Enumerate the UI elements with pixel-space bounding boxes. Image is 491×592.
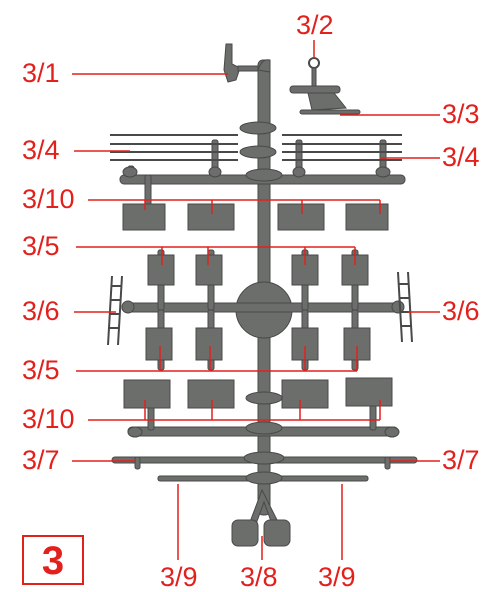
- sheet-number-box: 3: [22, 535, 84, 585]
- label-3-9-left: 3/9: [160, 562, 198, 592]
- label-3-9-right: 3/9: [318, 562, 356, 592]
- label-3-4-left: 3/4: [22, 135, 60, 165]
- label-3-6-left: 3/6: [22, 296, 60, 326]
- label-3-4-right: 3/4: [442, 142, 480, 172]
- label-3-6-right: 3/6: [442, 296, 480, 326]
- label-3-8: 3/8: [240, 562, 278, 592]
- part-3-10-plates: [122, 203, 393, 409]
- sheet-number: 3: [41, 539, 65, 583]
- label-3-5-bottom: 3/5: [22, 355, 60, 385]
- sprue-frame: [111, 59, 418, 516]
- label-3-10-bottom: 3/10: [22, 404, 75, 434]
- label-3-10-top: 3/10: [22, 184, 75, 214]
- label-3-7-right: 3/7: [442, 445, 480, 475]
- part-3-6-ladders: [107, 271, 413, 346]
- label-3-1: 3/1: [22, 58, 60, 88]
- part-3-2-3-3: [289, 57, 361, 115]
- label-3-3: 3/3: [442, 99, 480, 129]
- label-3-5-top: 3/5: [22, 231, 60, 261]
- part-3-4-rails: [110, 134, 402, 161]
- label-3-2: 3/2: [296, 10, 334, 40]
- part-3-1: [223, 43, 259, 83]
- leader-lines: [72, 40, 440, 560]
- part-3-8-cylinders: [231, 488, 291, 547]
- label-3-7-left: 3/7: [22, 445, 60, 475]
